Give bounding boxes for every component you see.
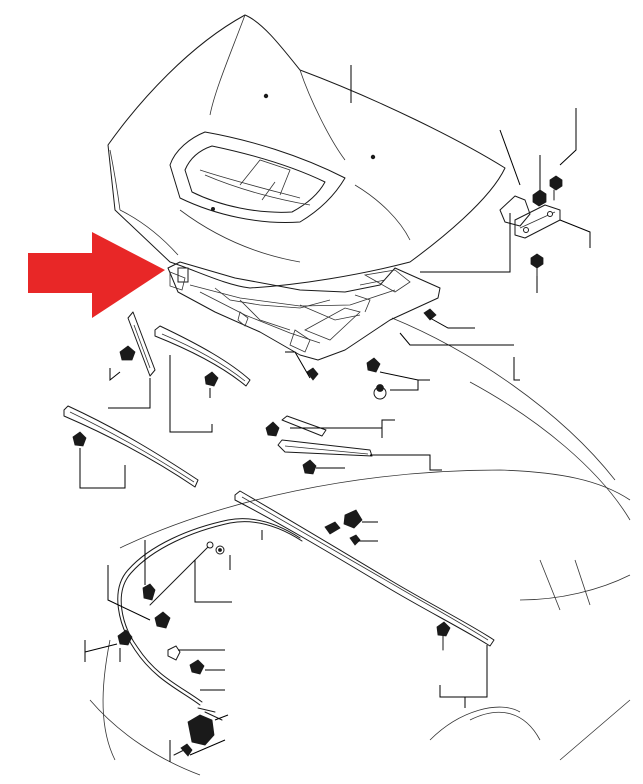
hood-latch <box>173 707 223 757</box>
cowl-weatherstrip <box>234 490 495 647</box>
callout-leader-lines <box>79 65 591 762</box>
hood-hinge-assembly <box>499 175 563 277</box>
hood-seal-strips <box>63 311 251 488</box>
hood-panel <box>107 14 506 289</box>
red-arrow-indicator <box>28 232 165 318</box>
hood-inner-frame <box>167 261 441 361</box>
hood-release-cable <box>117 509 363 706</box>
retaining-clips-left <box>72 345 317 475</box>
fasteners-right <box>306 308 451 651</box>
hood-lip-strips <box>277 415 373 457</box>
vehicle-body-outline <box>89 317 631 776</box>
